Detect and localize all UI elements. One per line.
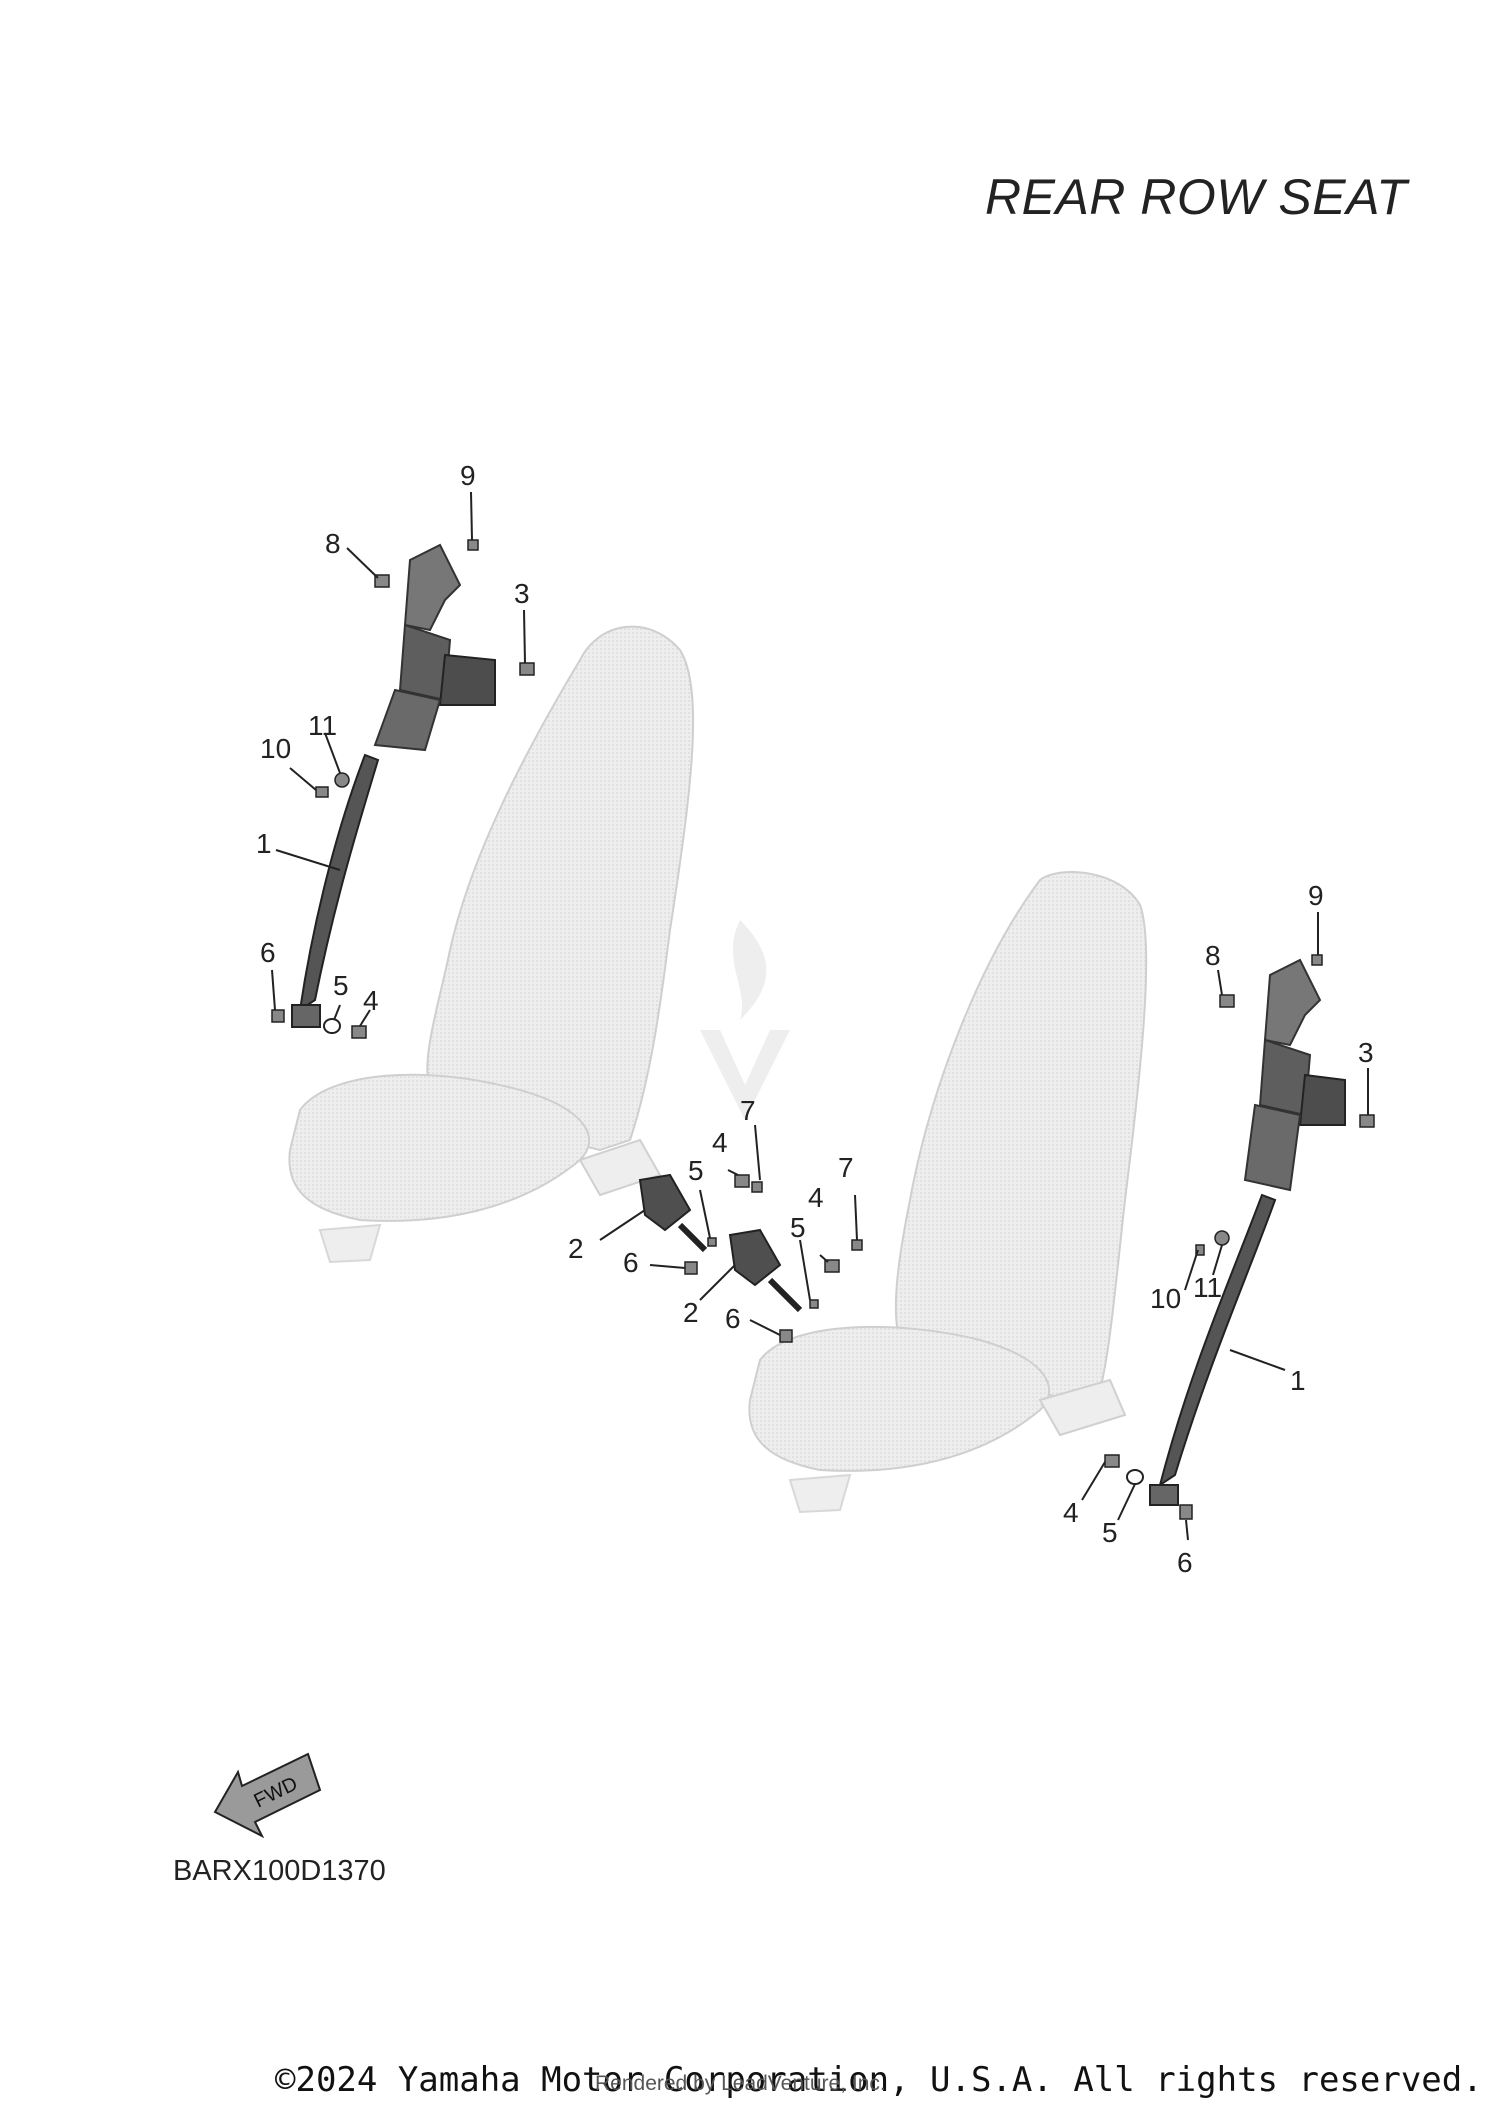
rendered-by-note: Rendered by LeadVenture, Inc. [595, 2072, 886, 2095]
callout-left-11: 11 [308, 710, 337, 741]
diagram-code: BARX100D1370 [173, 1855, 386, 1887]
callout-center-2b: 2 [683, 1297, 699, 1328]
callout-left-9: 9 [460, 460, 476, 491]
center-buckles [638, 1173, 863, 1343]
callout-right-1: 1 [1290, 1365, 1306, 1396]
watermark-logo [700, 920, 790, 1120]
callout-right-11: 11 [1193, 1272, 1222, 1303]
callout-left-1: 1 [256, 828, 272, 859]
fwd-arrow-icon: FWD [213, 1752, 322, 1839]
callout-right-4: 4 [1063, 1497, 1079, 1528]
copyright-notice: ©2024 Yamaha Motor Corporation, U.S.A. A… [275, 2060, 1483, 2100]
leader-lines [271, 491, 1369, 1541]
callout-left-5: 5 [333, 970, 349, 1001]
right-seat [748, 871, 1148, 1514]
callout-right-10: 10 [1150, 1283, 1181, 1314]
callout-center-7a: 7 [740, 1095, 756, 1126]
right-seatbelt-assembly [1104, 954, 1375, 1520]
callout-left-10: 10 [260, 733, 291, 764]
callout-center-5b: 5 [790, 1212, 806, 1243]
diagram-title: REAR ROW SEAT [985, 169, 1408, 225]
callout-right-6: 6 [1177, 1547, 1193, 1578]
callout-right-5: 5 [1102, 1517, 1118, 1548]
callout-center-5a: 5 [688, 1155, 704, 1186]
callout-right-8: 8 [1205, 940, 1221, 971]
callout-right-3: 3 [1358, 1037, 1374, 1068]
callout-left-3: 3 [514, 578, 530, 609]
left-seatbelt-assembly [271, 539, 535, 1039]
callout-left-8: 8 [325, 528, 341, 559]
left-seat [288, 625, 695, 1264]
callout-center-7b: 7 [838, 1152, 854, 1183]
callout-right-9: 9 [1308, 880, 1324, 911]
callout-center-6b: 6 [725, 1303, 741, 1334]
callout-center-4b: 4 [808, 1182, 824, 1213]
callout-left-4: 4 [363, 985, 379, 1016]
callout-center-2a: 2 [568, 1233, 584, 1264]
callouts: 9 8 3 11 10 1 6 5 4 7 4 5 2 6 7 4 5 2 6 … [256, 460, 1374, 1578]
callout-left-6: 6 [260, 937, 276, 968]
callout-center-6a: 6 [623, 1247, 639, 1278]
callout-center-4a: 4 [712, 1127, 728, 1158]
